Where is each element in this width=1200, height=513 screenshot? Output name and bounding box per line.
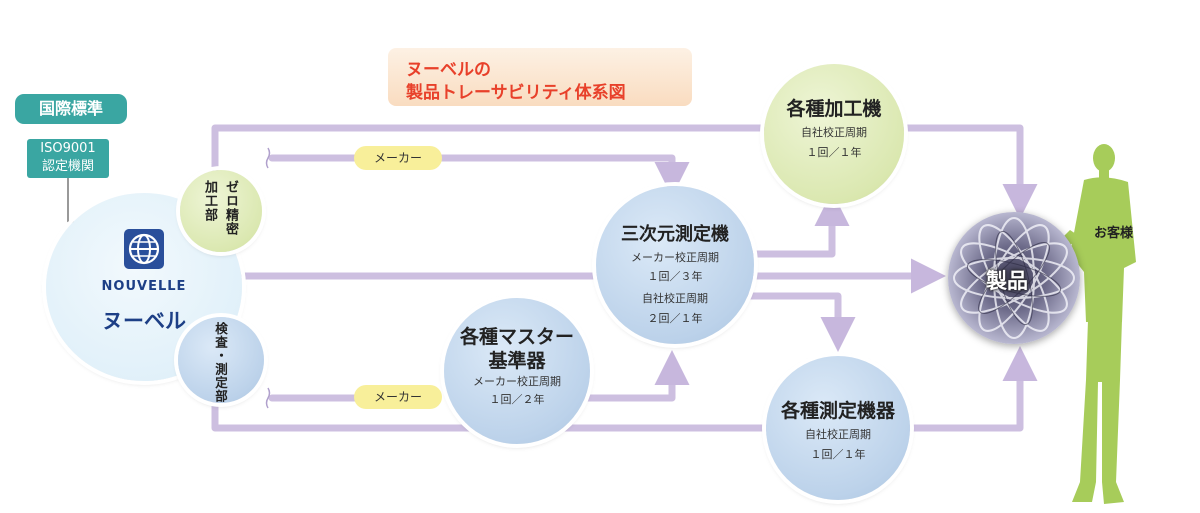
cmm-inhouse-cycle-label: 自社校正周期 <box>642 292 708 305</box>
company-logo-text: NOUVELLE <box>101 279 187 294</box>
line-zero-to-product-top <box>211 124 1038 219</box>
measuring-inhouse-cycle-value: １回／１年 <box>810 448 866 461</box>
line-inspection-to-product-bottom <box>211 346 1038 432</box>
line-cmm-to-measuring <box>746 292 856 352</box>
globe-icon <box>124 229 164 269</box>
master-title-line2: 基準器 <box>488 350 546 372</box>
inspection-dept-label: 検査・測定部 <box>213 322 228 403</box>
master-title-line1: 各種マスター <box>459 326 574 348</box>
line-master-to-cmm <box>582 350 690 402</box>
cmm-inhouse-cycle-value: ２回／１年 <box>647 312 703 325</box>
cmm-maker-cycle-value: １回／３年 <box>647 270 703 283</box>
measuring-circle: 各種測定機器 自社校正周期 １回／１年 <box>766 356 910 500</box>
machining-inhouse-cycle-label: 自社校正周期 <box>801 126 867 139</box>
international-standard-tag: 国際標準 <box>15 94 127 124</box>
zero-precision-label: ゼロ精密 <box>223 180 238 236</box>
master-maker-cycle-label: メーカー校正周期 <box>473 375 561 388</box>
iso-line2: 認定機関 <box>41 159 94 174</box>
machining-inhouse-cycle-value: １回／１年 <box>806 146 862 159</box>
cmm-circle: 三次元測定機 メーカー校正周期 １回／３年 自社校正周期 ２回／１年 <box>596 186 754 344</box>
measuring-title: 各種測定機器 <box>780 400 895 422</box>
line-cmm-to-machining <box>746 191 850 258</box>
master-gauge-circle: 各種マスター 基準器 メーカー校正周期 １回／２年 <box>444 298 590 444</box>
inspection-dept-circle: 検査・測定部 <box>178 317 264 403</box>
iso-line1: ISO9001 <box>40 141 96 156</box>
iso-certification-tag: ISO9001 認定機関 <box>27 139 109 178</box>
customer-label: お客様 <box>1094 226 1134 241</box>
diagram-title-line2: 製品トレーサビリティ体系図 <box>406 83 626 103</box>
product-sphere <box>948 212 1080 344</box>
maker-pill-top: メーカー <box>354 146 442 170</box>
product-mesh-icon <box>953 217 1075 339</box>
product-label: 製品 <box>986 269 1028 293</box>
diagram-title-box: ヌーベルの 製品トレーサビリティ体系図 <box>388 48 692 106</box>
maker-pill-bottom: メーカー <box>354 385 442 409</box>
line-maker-to-cmm <box>268 154 690 197</box>
diagram-title-line1: ヌーベルの <box>406 60 491 80</box>
customer-silhouette-icon <box>1062 144 1136 504</box>
machining-title: 各種加工機 <box>786 98 882 120</box>
company-name: ヌーベル <box>102 309 186 333</box>
machining-circle: 各種加工機 自社校正周期 １回／１年 <box>764 64 904 204</box>
measuring-inhouse-cycle-label: 自社校正周期 <box>805 428 871 441</box>
master-maker-cycle-value: １回／２年 <box>489 393 545 406</box>
machining-dept-label: 加工部 <box>202 180 217 222</box>
company-circle: NOUVELLE ヌーベル <box>46 193 242 381</box>
zero-precision-dept-circle: ゼロ精密 加工部 <box>180 170 262 252</box>
cmm-maker-cycle-label: メーカー校正周期 <box>631 251 719 264</box>
cmm-title: 三次元測定機 <box>621 224 729 245</box>
